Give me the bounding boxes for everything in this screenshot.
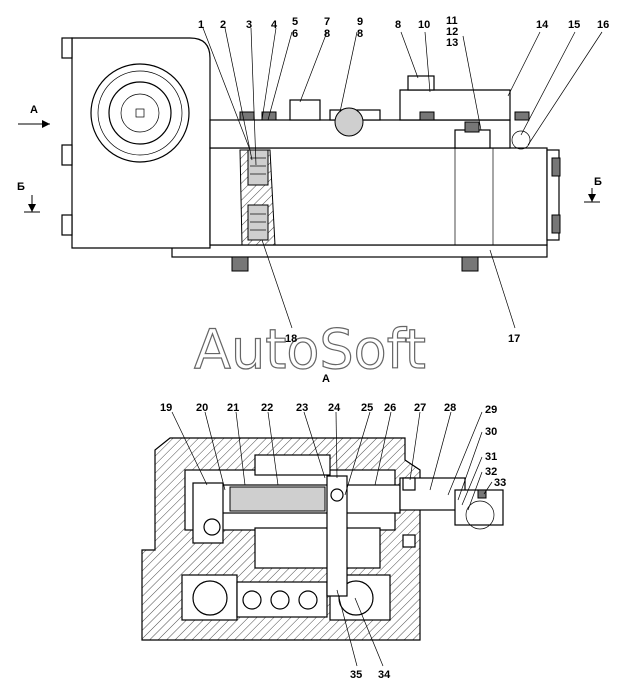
lever-pin xyxy=(330,488,344,502)
callout-16: 16 xyxy=(597,19,609,31)
callout-26: 26 xyxy=(384,402,396,414)
view-label-a: А xyxy=(30,104,38,116)
right-bolt xyxy=(551,214,561,234)
callout-24: 24 xyxy=(328,402,341,414)
callout-6: 6 xyxy=(292,28,298,40)
plug-8 xyxy=(407,75,435,91)
callout-31: 31 xyxy=(485,451,497,463)
callout-35: 35 xyxy=(350,669,362,681)
callout-27: 27 xyxy=(414,402,426,414)
callout-5: 5 xyxy=(292,16,298,28)
callout-4: 4 xyxy=(271,19,278,31)
callout-12: 12 xyxy=(446,26,458,38)
pin xyxy=(402,534,416,548)
cover-bolt xyxy=(419,111,435,121)
cover-block xyxy=(399,89,511,121)
housing-bolt xyxy=(61,144,73,166)
section-a-view xyxy=(141,437,504,641)
callout-14: 14 xyxy=(536,19,549,31)
base-plate xyxy=(171,244,548,258)
callout-19: 19 xyxy=(160,402,172,414)
housing-bolt xyxy=(61,37,73,59)
callout-17: 17 xyxy=(508,333,520,345)
callout-29: 29 xyxy=(485,404,497,416)
set-screw xyxy=(477,489,487,499)
upper-cavity xyxy=(254,454,331,476)
callout-32: 32 xyxy=(485,466,497,478)
round-cap-hub xyxy=(120,93,160,133)
port-plug xyxy=(270,590,290,610)
view-label-b-left: Б xyxy=(17,181,25,193)
round-cap-key xyxy=(135,108,145,118)
right-bolt xyxy=(551,157,561,177)
callout-18: 18 xyxy=(285,333,297,345)
callout-13: 13 xyxy=(446,37,458,49)
view-label-b-right: Б xyxy=(594,176,602,188)
callout-8b: 8 xyxy=(357,28,363,40)
port-plug xyxy=(242,590,262,610)
boss xyxy=(289,99,321,121)
callout-33: 33 xyxy=(494,477,506,489)
section-label-a: А xyxy=(322,373,330,385)
spring-lower xyxy=(247,204,269,241)
callout-8: 8 xyxy=(395,19,401,31)
leader-lines xyxy=(171,27,603,667)
callout-25: 25 xyxy=(361,402,373,414)
port-plug xyxy=(298,590,318,610)
callout-23: 23 xyxy=(296,402,308,414)
top-view xyxy=(18,37,600,272)
callout-22: 22 xyxy=(261,402,273,414)
housing-bolt xyxy=(61,214,73,236)
callout-34: 34 xyxy=(378,669,391,681)
lower-cavity xyxy=(254,527,381,569)
valve-cap-nut xyxy=(464,121,480,133)
end-screw xyxy=(203,518,221,536)
spool-section xyxy=(229,486,326,512)
callout-10: 10 xyxy=(418,19,430,31)
callout-1: 1 xyxy=(198,19,204,31)
bolt-head xyxy=(231,256,249,272)
callout-8a: 8 xyxy=(324,28,330,40)
round-cap-inner xyxy=(108,81,172,145)
watermark: AutoSoft xyxy=(194,318,426,381)
callout-15: 15 xyxy=(568,19,580,31)
callout-3: 3 xyxy=(246,19,252,31)
callout-21: 21 xyxy=(227,402,239,414)
callouts: 1 2 3 4 5 6 7 8 9 8 8 10 11 12 13 14 15 … xyxy=(160,15,609,681)
cover-bolt xyxy=(514,111,530,121)
callout-2: 2 xyxy=(220,19,226,31)
callout-9: 9 xyxy=(357,16,363,28)
end-fitting-arc xyxy=(465,500,495,530)
channel-ring xyxy=(192,580,228,616)
cut-detail xyxy=(334,107,364,137)
callout-7: 7 xyxy=(324,16,330,28)
bolt-head xyxy=(461,256,479,272)
callout-30: 30 xyxy=(485,426,497,438)
round-cap-ring xyxy=(97,70,183,156)
callout-20: 20 xyxy=(196,402,208,414)
callout-28: 28 xyxy=(444,402,456,414)
pin xyxy=(402,477,416,491)
plug-15 xyxy=(511,130,531,150)
valve-cap xyxy=(454,129,491,149)
spring-upper xyxy=(247,149,269,186)
callout-11: 11 xyxy=(446,15,458,27)
